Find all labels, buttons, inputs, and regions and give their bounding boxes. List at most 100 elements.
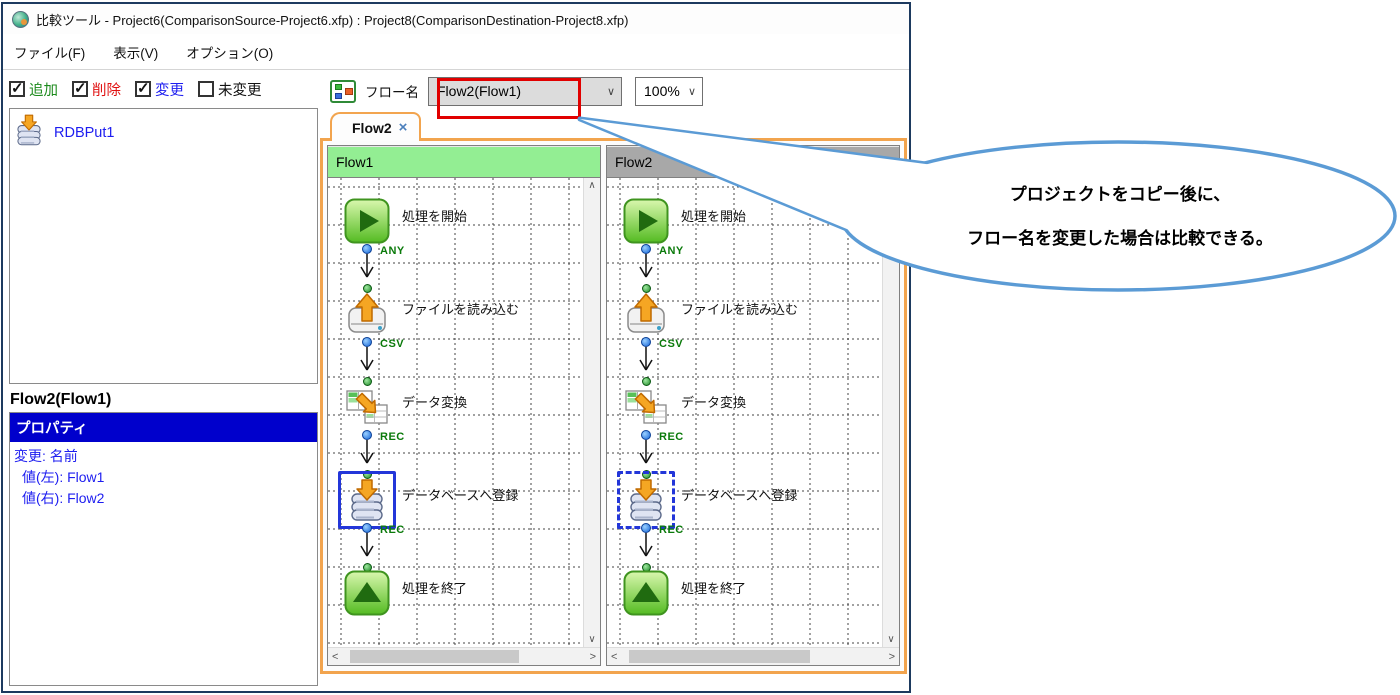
input-port-icon[interactable] <box>363 470 372 479</box>
scroll-down-icon[interactable]: ∨ <box>887 634 895 645</box>
end-icon <box>344 570 390 616</box>
flow-node-start[interactable] <box>344 198 390 244</box>
checkbox-checked-icon[interactable] <box>9 79 25 97</box>
arrow-down-icon <box>639 533 653 557</box>
flow-node-database[interactable] <box>344 477 390 523</box>
flow-connector: ANY <box>607 244 747 293</box>
menu-item-o[interactable]: オプション(O) <box>186 45 274 61</box>
output-port-icon[interactable] <box>641 523 651 533</box>
property-diff-row: 値(右): Flow2 <box>22 490 105 506</box>
output-port-icon[interactable] <box>362 523 372 533</box>
callout-note: プロジェクトをコピー後に、 フロー名を変更した場合は比較できる。 <box>845 180 1395 254</box>
flow-panel-header: Flow1 <box>328 146 600 178</box>
connector-type-label: REC <box>659 524 684 536</box>
file-read-icon <box>627 293 665 333</box>
flow-node-transform[interactable] <box>344 384 390 430</box>
flow-node-label: ファイルを読み込む <box>402 302 520 317</box>
tab-label: Flow2 <box>352 119 392 136</box>
menu-item-v[interactable]: 表示(V) <box>113 45 159 61</box>
comparison-tool-window: 比較ツール - Project6(ComparisonSource-Projec… <box>1 2 911 693</box>
checkbox-checked-icon[interactable] <box>72 79 88 97</box>
rdbput-database-icon <box>12 113 46 152</box>
vertical-scrollbar[interactable]: ∧∨ <box>882 178 899 647</box>
menu-item-f[interactable]: ファイル(F) <box>14 45 86 61</box>
scrollbar-thumb[interactable] <box>629 650 811 663</box>
connector-type-label: ANY <box>659 245 684 257</box>
scroll-left-icon[interactable]: < <box>332 650 339 663</box>
start-icon <box>623 198 669 244</box>
arrow-down-icon <box>639 347 653 371</box>
input-port-icon[interactable] <box>642 470 651 479</box>
flow-toolbar: フロー名 Flow2(Flow1) ∨ 100% ∨ <box>320 70 909 112</box>
flow-connector: CSV <box>328 337 468 386</box>
flow-node-end[interactable] <box>344 570 390 616</box>
filter-checkbox-item[interactable]: 追加 <box>9 79 58 100</box>
flow-node-file-read[interactable] <box>623 291 669 337</box>
flow-node-database[interactable] <box>623 477 669 523</box>
flow-node-label: 処理を開始 <box>681 209 747 224</box>
flow-name-value: Flow2(Flow1) <box>437 83 522 99</box>
title-bar: 比較ツール - Project6(ComparisonSource-Projec… <box>3 4 909 34</box>
file-read-icon <box>348 293 386 333</box>
input-port-icon[interactable] <box>642 377 651 386</box>
flow-name-combobox[interactable]: Flow2(Flow1) ∨ <box>428 76 622 106</box>
vertical-scrollbar[interactable]: ∧∨ <box>583 178 600 647</box>
flow-node-transform[interactable] <box>623 384 669 430</box>
flow-node-label: データベースへ登録 <box>402 488 519 503</box>
horizontal-scrollbar[interactable]: <> <box>328 647 600 665</box>
filter-checkbox-item[interactable]: 削除 <box>72 79 121 100</box>
tab-flow2[interactable]: Flow2 × <box>330 112 422 141</box>
filter-checkbox-item[interactable]: 未変更 <box>198 79 262 100</box>
filter-checkbox-item[interactable]: 変更 <box>135 79 184 100</box>
chevron-down-icon: ∨ <box>606 85 615 98</box>
output-port-icon[interactable] <box>641 430 651 440</box>
output-port-icon[interactable] <box>641 337 651 347</box>
zoom-combobox[interactable]: 100% ∨ <box>635 76 703 106</box>
scrollbar-thumb[interactable] <box>350 650 519 663</box>
tab-close-icon[interactable]: × <box>398 119 408 136</box>
input-port-icon[interactable] <box>363 284 372 293</box>
output-port-icon[interactable] <box>362 337 372 347</box>
arrow-down-icon <box>639 254 653 278</box>
scroll-left-icon[interactable]: < <box>611 650 618 663</box>
connector-type-label: REC <box>380 524 405 536</box>
window-title: 比較ツール - Project6(ComparisonSource-Projec… <box>36 12 629 28</box>
scroll-right-icon[interactable]: > <box>888 650 895 663</box>
flow-node-start[interactable] <box>623 198 669 244</box>
filter-label: 未変更 <box>218 82 262 99</box>
flow-node-file-read[interactable] <box>344 291 390 337</box>
checkbox-unchecked-icon[interactable] <box>198 81 214 97</box>
output-port-icon[interactable] <box>641 244 651 254</box>
connector-type-label: CSV <box>659 338 684 350</box>
callout-line2: フロー名を変更した場合は比較できる。 <box>967 229 1273 248</box>
flow-connector: REC <box>328 430 468 479</box>
arrow-down-icon <box>639 440 653 464</box>
input-port-icon[interactable] <box>642 284 651 293</box>
property-diff-row: 値(左): Flow1 <box>22 469 105 485</box>
transform-icon <box>346 390 388 424</box>
input-port-icon[interactable] <box>363 377 372 386</box>
flow-node-end[interactable] <box>623 570 669 616</box>
checkbox-checked-icon[interactable] <box>135 79 151 97</box>
scroll-down-icon[interactable]: ∨ <box>588 634 596 645</box>
connector-type-label: CSV <box>380 338 405 350</box>
menu-bar: ファイル(F) 表示(V) オプション(O) <box>3 34 909 70</box>
left-column: 追加削除変更未変更 RDBPut1 Flow2(Flow1) プロパティ 変更:… <box>3 70 320 686</box>
output-port-icon[interactable] <box>362 430 372 440</box>
flow-node-label: ファイルを読み込む <box>681 302 799 317</box>
flow-node-label: 処理を終了 <box>402 581 468 596</box>
selected-diff-title: Flow2(Flow1) <box>10 391 112 408</box>
tree-item-rdbput1[interactable]: RDBPut1 <box>12 113 315 152</box>
right-column: フロー名 Flow2(Flow1) ∨ 100% ∨ Flow2 × Flow1… <box>320 70 909 686</box>
output-port-icon[interactable] <box>362 244 372 254</box>
scroll-up-icon[interactable]: ∧ <box>887 180 895 191</box>
scroll-up-icon[interactable]: ∧ <box>588 180 596 191</box>
scroll-right-icon[interactable]: > <box>589 650 596 663</box>
horizontal-scrollbar[interactable]: <> <box>607 647 899 665</box>
flow-node-label: データベースへ登録 <box>681 488 798 503</box>
flow-node-label: データ変換 <box>402 395 468 410</box>
diff-filter-row: 追加削除変更 未変更 <box>9 70 318 108</box>
